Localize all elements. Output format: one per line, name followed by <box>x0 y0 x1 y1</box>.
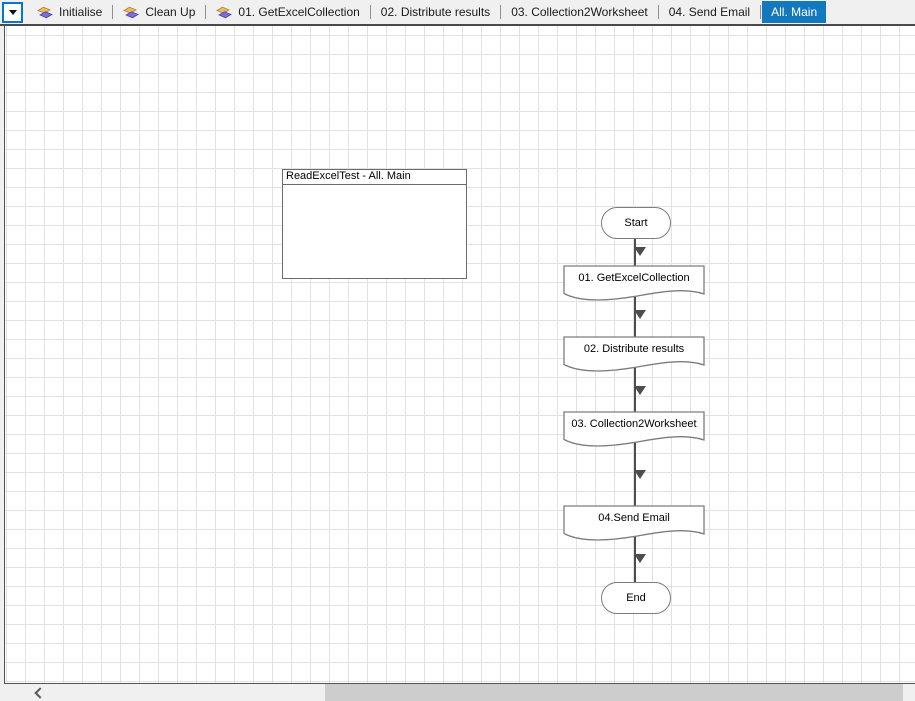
node-label: 02. Distribute results <box>583 343 685 355</box>
node-page-collection2worksheet[interactable]: 03. Collection2Worksheet <box>563 411 705 449</box>
node-start[interactable]: Start <box>601 207 671 239</box>
tab-clean-up[interactable]: Clean Up <box>114 1 204 23</box>
node-label: 01. GetExcelCollection <box>578 272 690 284</box>
tab-label: 02. Distribute results <box>380 5 491 19</box>
tab-all-main[interactable]: All. Main <box>762 1 827 23</box>
diagram-grid[interactable]: ReadExcelTest - All. Main Start 01. GetE… <box>4 26 915 684</box>
subsheet-page-icon <box>37 6 53 19</box>
connector-line <box>634 239 636 582</box>
tab-01-getexcelcollection[interactable]: 01. GetExcelCollection <box>207 1 368 23</box>
page-shape <box>563 505 705 541</box>
tab-separator <box>760 5 762 19</box>
connector-arrowhead <box>634 386 646 395</box>
tab-04-send-email[interactable]: 04. Send Email <box>660 1 759 23</box>
scrollbar-thumb[interactable] <box>325 684 903 701</box>
page-shape <box>563 336 705 372</box>
tab-03-collection2worksheet[interactable]: 03. Collection2Worksheet <box>502 1 657 23</box>
page-shape <box>563 265 705 301</box>
tab-separator <box>369 5 371 19</box>
connector-arrowhead <box>634 247 646 256</box>
tab-label: 04. Send Email <box>668 5 751 19</box>
node-page-getexcelcollection[interactable]: 01. GetExcelCollection <box>563 265 705 303</box>
connector-arrowhead <box>634 554 646 563</box>
tab-separator <box>657 5 659 19</box>
connector-arrowhead <box>634 310 646 319</box>
tab-label: 03. Collection2Worksheet <box>511 5 648 19</box>
tab-initialise[interactable]: Initialise <box>28 1 111 23</box>
tab-separator <box>500 5 502 19</box>
tab-separator <box>205 5 207 19</box>
subsheet-page-icon <box>216 6 233 19</box>
tab-label: 01. GetExcelCollection <box>238 5 360 19</box>
node-label: 04.Send Email <box>598 512 670 524</box>
page-shape <box>563 411 705 447</box>
connector-arrowhead <box>634 470 646 479</box>
process-info-title: ReadExcelTest - All. Main <box>283 170 466 185</box>
tab-02-distribute-results[interactable]: 02. Distribute results <box>372 1 499 23</box>
tab-label: Clean Up <box>145 5 196 19</box>
scroll-left-icon[interactable] <box>34 687 46 699</box>
node-label: End <box>626 592 646 604</box>
node-end[interactable]: End <box>601 582 671 614</box>
process-canvas: ReadExcelTest - All. Main Start 01. GetE… <box>0 26 915 684</box>
tab-separator <box>112 5 114 19</box>
subsheet-page-icon <box>123 6 140 19</box>
tab-label: All. Main <box>771 5 818 19</box>
horizontal-scrollbar[interactable] <box>0 684 915 701</box>
process-info-box[interactable]: ReadExcelTest - All. Main <box>282 169 467 279</box>
tab-label: Initialise <box>59 5 103 19</box>
tab-overflow-button[interactable] <box>2 1 23 23</box>
node-page-distribute-results[interactable]: 02. Distribute results <box>563 336 705 374</box>
node-page-send-email[interactable]: 04.Send Email <box>563 505 705 543</box>
tab-strip: Initialise Clean Up 01. GetExcelCollecti… <box>0 0 915 26</box>
dropdown-arrow-icon <box>8 9 17 15</box>
node-label: 03. Collection2Worksheet <box>571 418 697 430</box>
node-label: Start <box>624 217 648 229</box>
